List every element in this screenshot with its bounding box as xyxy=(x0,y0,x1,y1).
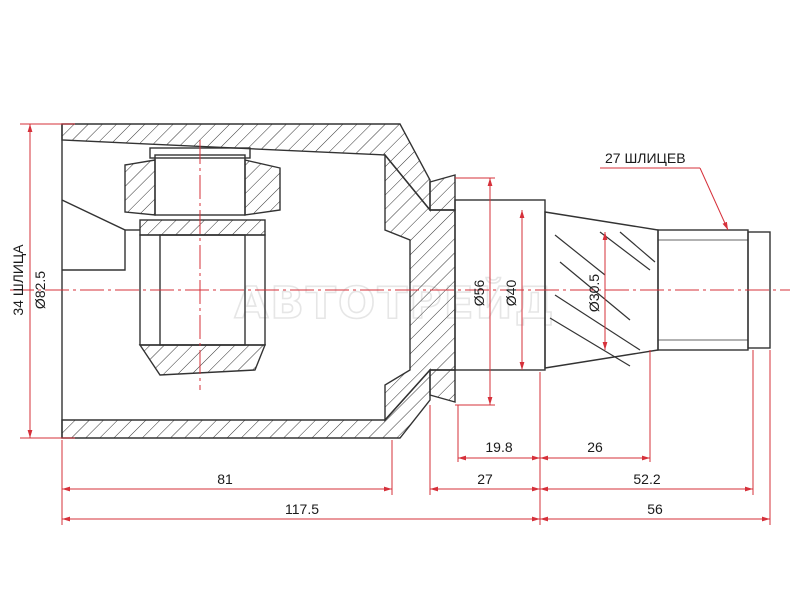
diameter-40-label: Ø40 xyxy=(503,280,519,307)
dim-52-2: 52.2 xyxy=(633,471,660,487)
watermark: АВТОТРЕЙД xyxy=(234,276,555,329)
dim-27: 27 xyxy=(477,471,493,487)
horizontal-dims xyxy=(62,455,770,522)
outer-diameter-dim xyxy=(20,123,75,439)
housing xyxy=(61,123,456,439)
inner-tripod xyxy=(124,147,281,376)
splines-callout-leader xyxy=(600,167,729,231)
dim-26: 26 xyxy=(587,439,603,455)
diameter-dims xyxy=(455,177,608,406)
extension-lines xyxy=(61,350,771,525)
splines-outer-label: 27 ШЛИЦЕВ xyxy=(605,150,686,166)
dim-81: 81 xyxy=(217,471,233,487)
diameter-30-5-label: Ø30.5 xyxy=(586,274,602,312)
outer-diameter-label: Ø82.5 xyxy=(32,271,48,309)
dim-117-5: 117.5 xyxy=(285,501,319,517)
splines-inner-label: 34 ШЛИЦА xyxy=(10,244,26,316)
dim-19-8: 19.8 xyxy=(485,439,512,455)
dim-56: 56 xyxy=(647,501,663,517)
diameter-56-label: Ø56 xyxy=(471,280,487,307)
neck-flange xyxy=(429,174,546,403)
